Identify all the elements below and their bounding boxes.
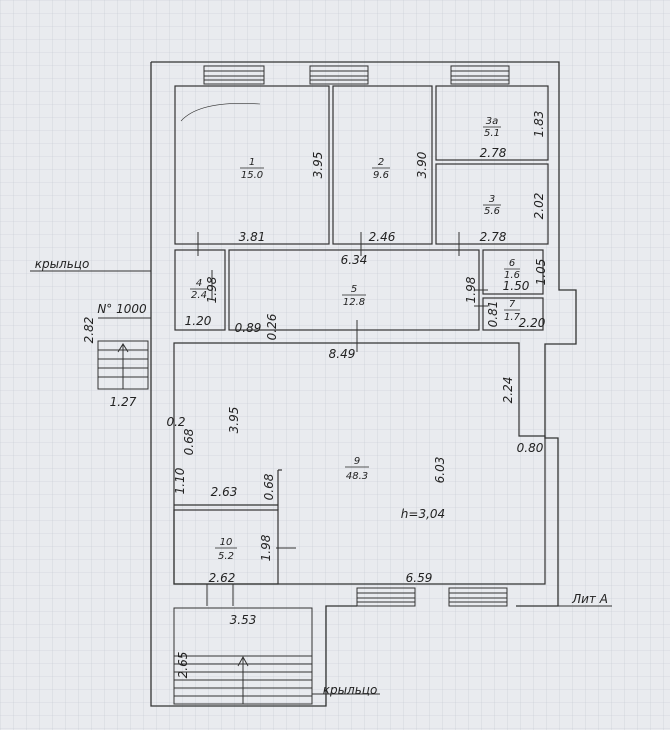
dim-porch-left-height: 2.82	[82, 317, 96, 344]
dim-d-263: 2.63	[211, 485, 238, 499]
dim-r5-width: 6.34	[341, 253, 368, 267]
label-lit: Лит А	[571, 592, 608, 606]
window-bottom-2	[448, 587, 508, 607]
dim-porch-bottom-width: 3.53	[230, 613, 257, 627]
dim-r9-bottom: 6.59	[406, 571, 433, 585]
ceiling-height: h=3,04	[401, 507, 445, 521]
room-4-area: 2.4	[191, 290, 207, 301]
room-3-number: 3	[489, 194, 495, 205]
label-porch-left: крыльцо	[35, 257, 90, 271]
dim-r9-right-height: 6.03	[433, 457, 447, 484]
left-porch	[30, 270, 151, 390]
dim-d-080: 0.80	[517, 441, 544, 455]
dim-r4-height: 1.98	[205, 276, 219, 303]
dim-r3-height: 2.02	[532, 193, 546, 220]
dim-porch-bottom-height: 2.65	[176, 652, 190, 679]
dim-r9-width: 8.49	[329, 347, 356, 361]
room-4-number: 4	[196, 278, 202, 289]
room-6	[482, 249, 544, 295]
outer-wall-left	[150, 62, 357, 707]
room-7-area: 1.7	[504, 312, 521, 323]
label-number: N° 1000	[97, 302, 147, 316]
room-1-area: 15.0	[241, 170, 263, 181]
dim-r10-height: 1.98	[259, 534, 273, 561]
room-5-number: 5	[351, 284, 357, 295]
dim-r3a-width: 2.78	[480, 146, 507, 160]
room-9-number: 9	[354, 456, 360, 467]
room-1	[174, 85, 330, 245]
room-10-number: 10	[220, 537, 233, 548]
window-top-3	[450, 65, 510, 85]
dim-r2-height: 3.90	[415, 151, 429, 178]
dim-d-068a: 0.68	[182, 428, 196, 455]
interior-walls	[174, 469, 282, 510]
outer-wall	[151, 61, 577, 607]
dim-d-110: 1.10	[173, 467, 187, 494]
room-5-area: 12.8	[343, 297, 365, 308]
room-10	[173, 509, 279, 585]
room-7-number: 7	[509, 299, 516, 310]
dim-r1-height: 3.95	[311, 152, 325, 179]
dim-r7-height: 0.81	[486, 301, 500, 328]
room-3a-number: 3а	[486, 116, 499, 127]
room-3a-area: 5.1	[484, 128, 500, 139]
window-bottom-1	[356, 587, 416, 607]
room-1-number: 1	[249, 157, 255, 168]
window-top-2	[309, 65, 369, 85]
dim-porch-left-width: 1.27	[110, 395, 137, 409]
room-6-number: 6	[509, 258, 515, 269]
dim-r6-width: 1.50	[503, 279, 530, 293]
room-4	[174, 249, 226, 331]
dim-d-224: 2.24	[501, 377, 515, 404]
dim-d-068b: 0.68	[262, 473, 276, 500]
window-top-1	[203, 65, 265, 85]
room-6-area: 1.6	[504, 270, 520, 281]
room-2-area: 9.6	[373, 170, 389, 181]
room-2	[332, 85, 433, 245]
room-3a	[435, 85, 549, 161]
room-7	[482, 297, 544, 331]
room-9-area: 48.3	[346, 471, 368, 482]
dim-r4-width: 1.20	[185, 314, 212, 328]
dim-r9-left-height: 3.95	[227, 407, 241, 434]
room-3	[435, 163, 549, 245]
dim-wall-089: 0.89	[235, 321, 262, 335]
dim-wall-026: 0.26	[265, 313, 279, 340]
dim-r3-width: 2.78	[480, 230, 507, 244]
dim-d-02: 0.2	[166, 415, 185, 429]
dim-r3a-height: 1.83	[532, 111, 546, 138]
door-marks	[180, 103, 488, 606]
bottom-porch	[173, 607, 380, 705]
dim-r2-width: 2.46	[369, 230, 396, 244]
label-porch-bottom: крыльцо	[323, 683, 378, 697]
room-2-number: 2	[378, 157, 384, 168]
dim-r10-width: 2.62	[209, 571, 236, 585]
room-3-area: 5.6	[484, 206, 500, 217]
dim-r7-width: 2.20	[519, 316, 546, 330]
dim-r1-width: 3.81	[239, 230, 266, 244]
room-10-area: 5.2	[218, 551, 234, 562]
dim-r6-height: 1.05	[534, 259, 548, 286]
dim-r5-height: 1.98	[464, 276, 478, 303]
